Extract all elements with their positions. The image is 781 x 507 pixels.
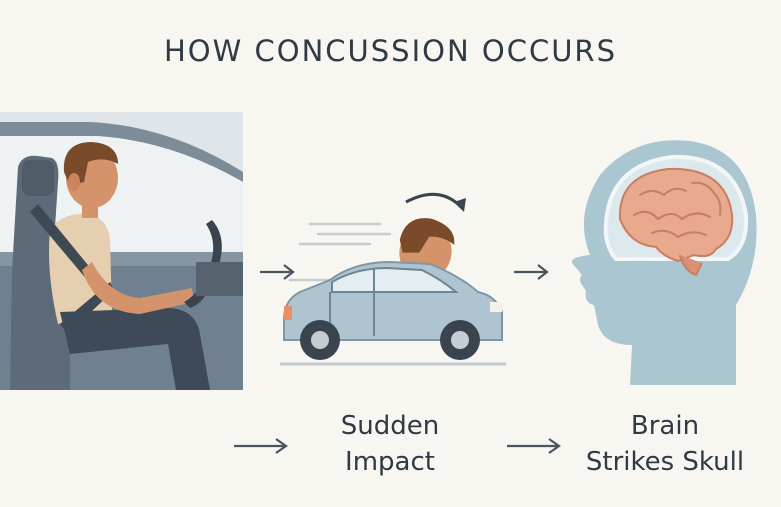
page-title: HOW CONCUSSION OCCURS <box>164 34 617 68</box>
right-arrow-icon <box>260 264 295 280</box>
step-caption-sudden-impact: Sudden Impact <box>340 411 440 477</box>
right-arrow-icon <box>234 438 288 454</box>
curved-arrow-icon <box>405 192 464 210</box>
car-impact-illustration <box>270 180 510 380</box>
driver-illustration <box>0 112 243 390</box>
brain-in-skull-illustration <box>560 135 770 385</box>
right-arrow-icon <box>507 438 561 454</box>
step-caption-brain-strikes-skull: Brain Strikes Skull <box>585 411 745 477</box>
right-arrow-icon <box>514 264 549 280</box>
